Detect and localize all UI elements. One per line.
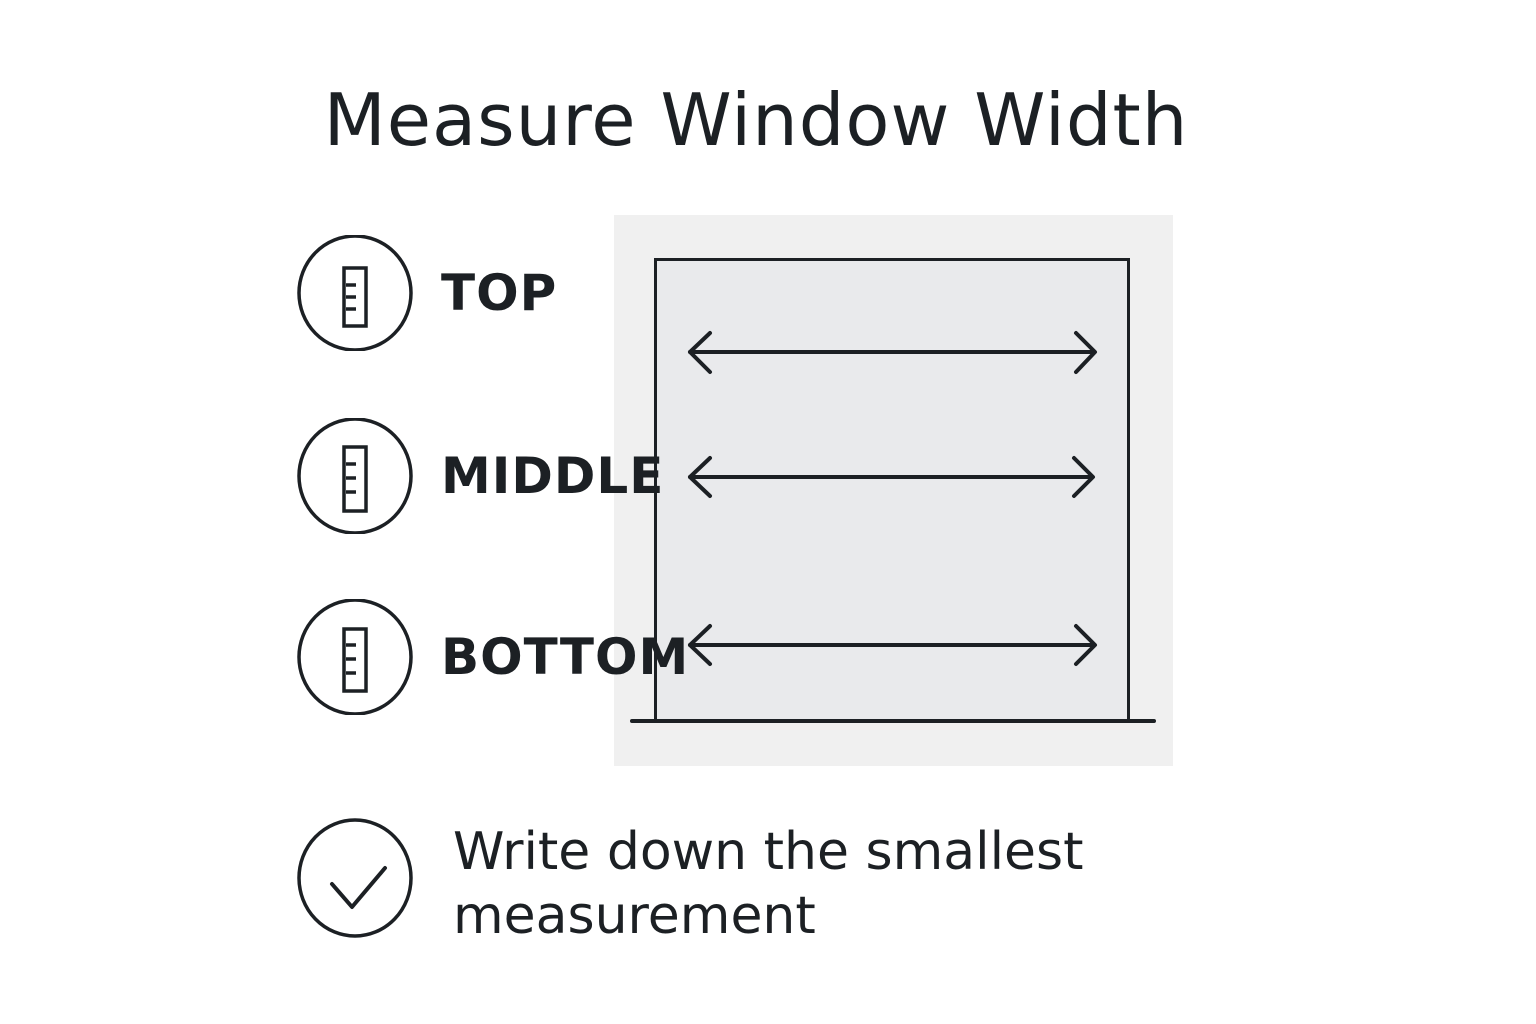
ruler-icon bbox=[297, 418, 413, 534]
step-label-middle: MIDDLE bbox=[441, 447, 665, 505]
window-sill bbox=[630, 719, 1156, 723]
step-top: TOP bbox=[297, 235, 557, 351]
middle-width-arrow-icon bbox=[688, 456, 1095, 498]
page-title: Measure Window Width bbox=[323, 78, 1189, 162]
ruler-icon bbox=[297, 235, 413, 351]
checkmark-icon bbox=[297, 818, 413, 938]
final-step: Write down the smallest measurement bbox=[297, 818, 1084, 946]
step-label-top: TOP bbox=[441, 264, 558, 322]
top-width-arrow-icon bbox=[688, 331, 1097, 374]
step-bottom: BOTTOM bbox=[297, 599, 689, 715]
ruler-icon bbox=[297, 599, 413, 715]
step-label-bottom: BOTTOM bbox=[441, 628, 690, 686]
bottom-width-arrow-icon bbox=[688, 624, 1097, 666]
final-step-text: Write down the smallest measurement bbox=[453, 822, 1084, 946]
step-middle: MIDDLE bbox=[297, 418, 664, 534]
